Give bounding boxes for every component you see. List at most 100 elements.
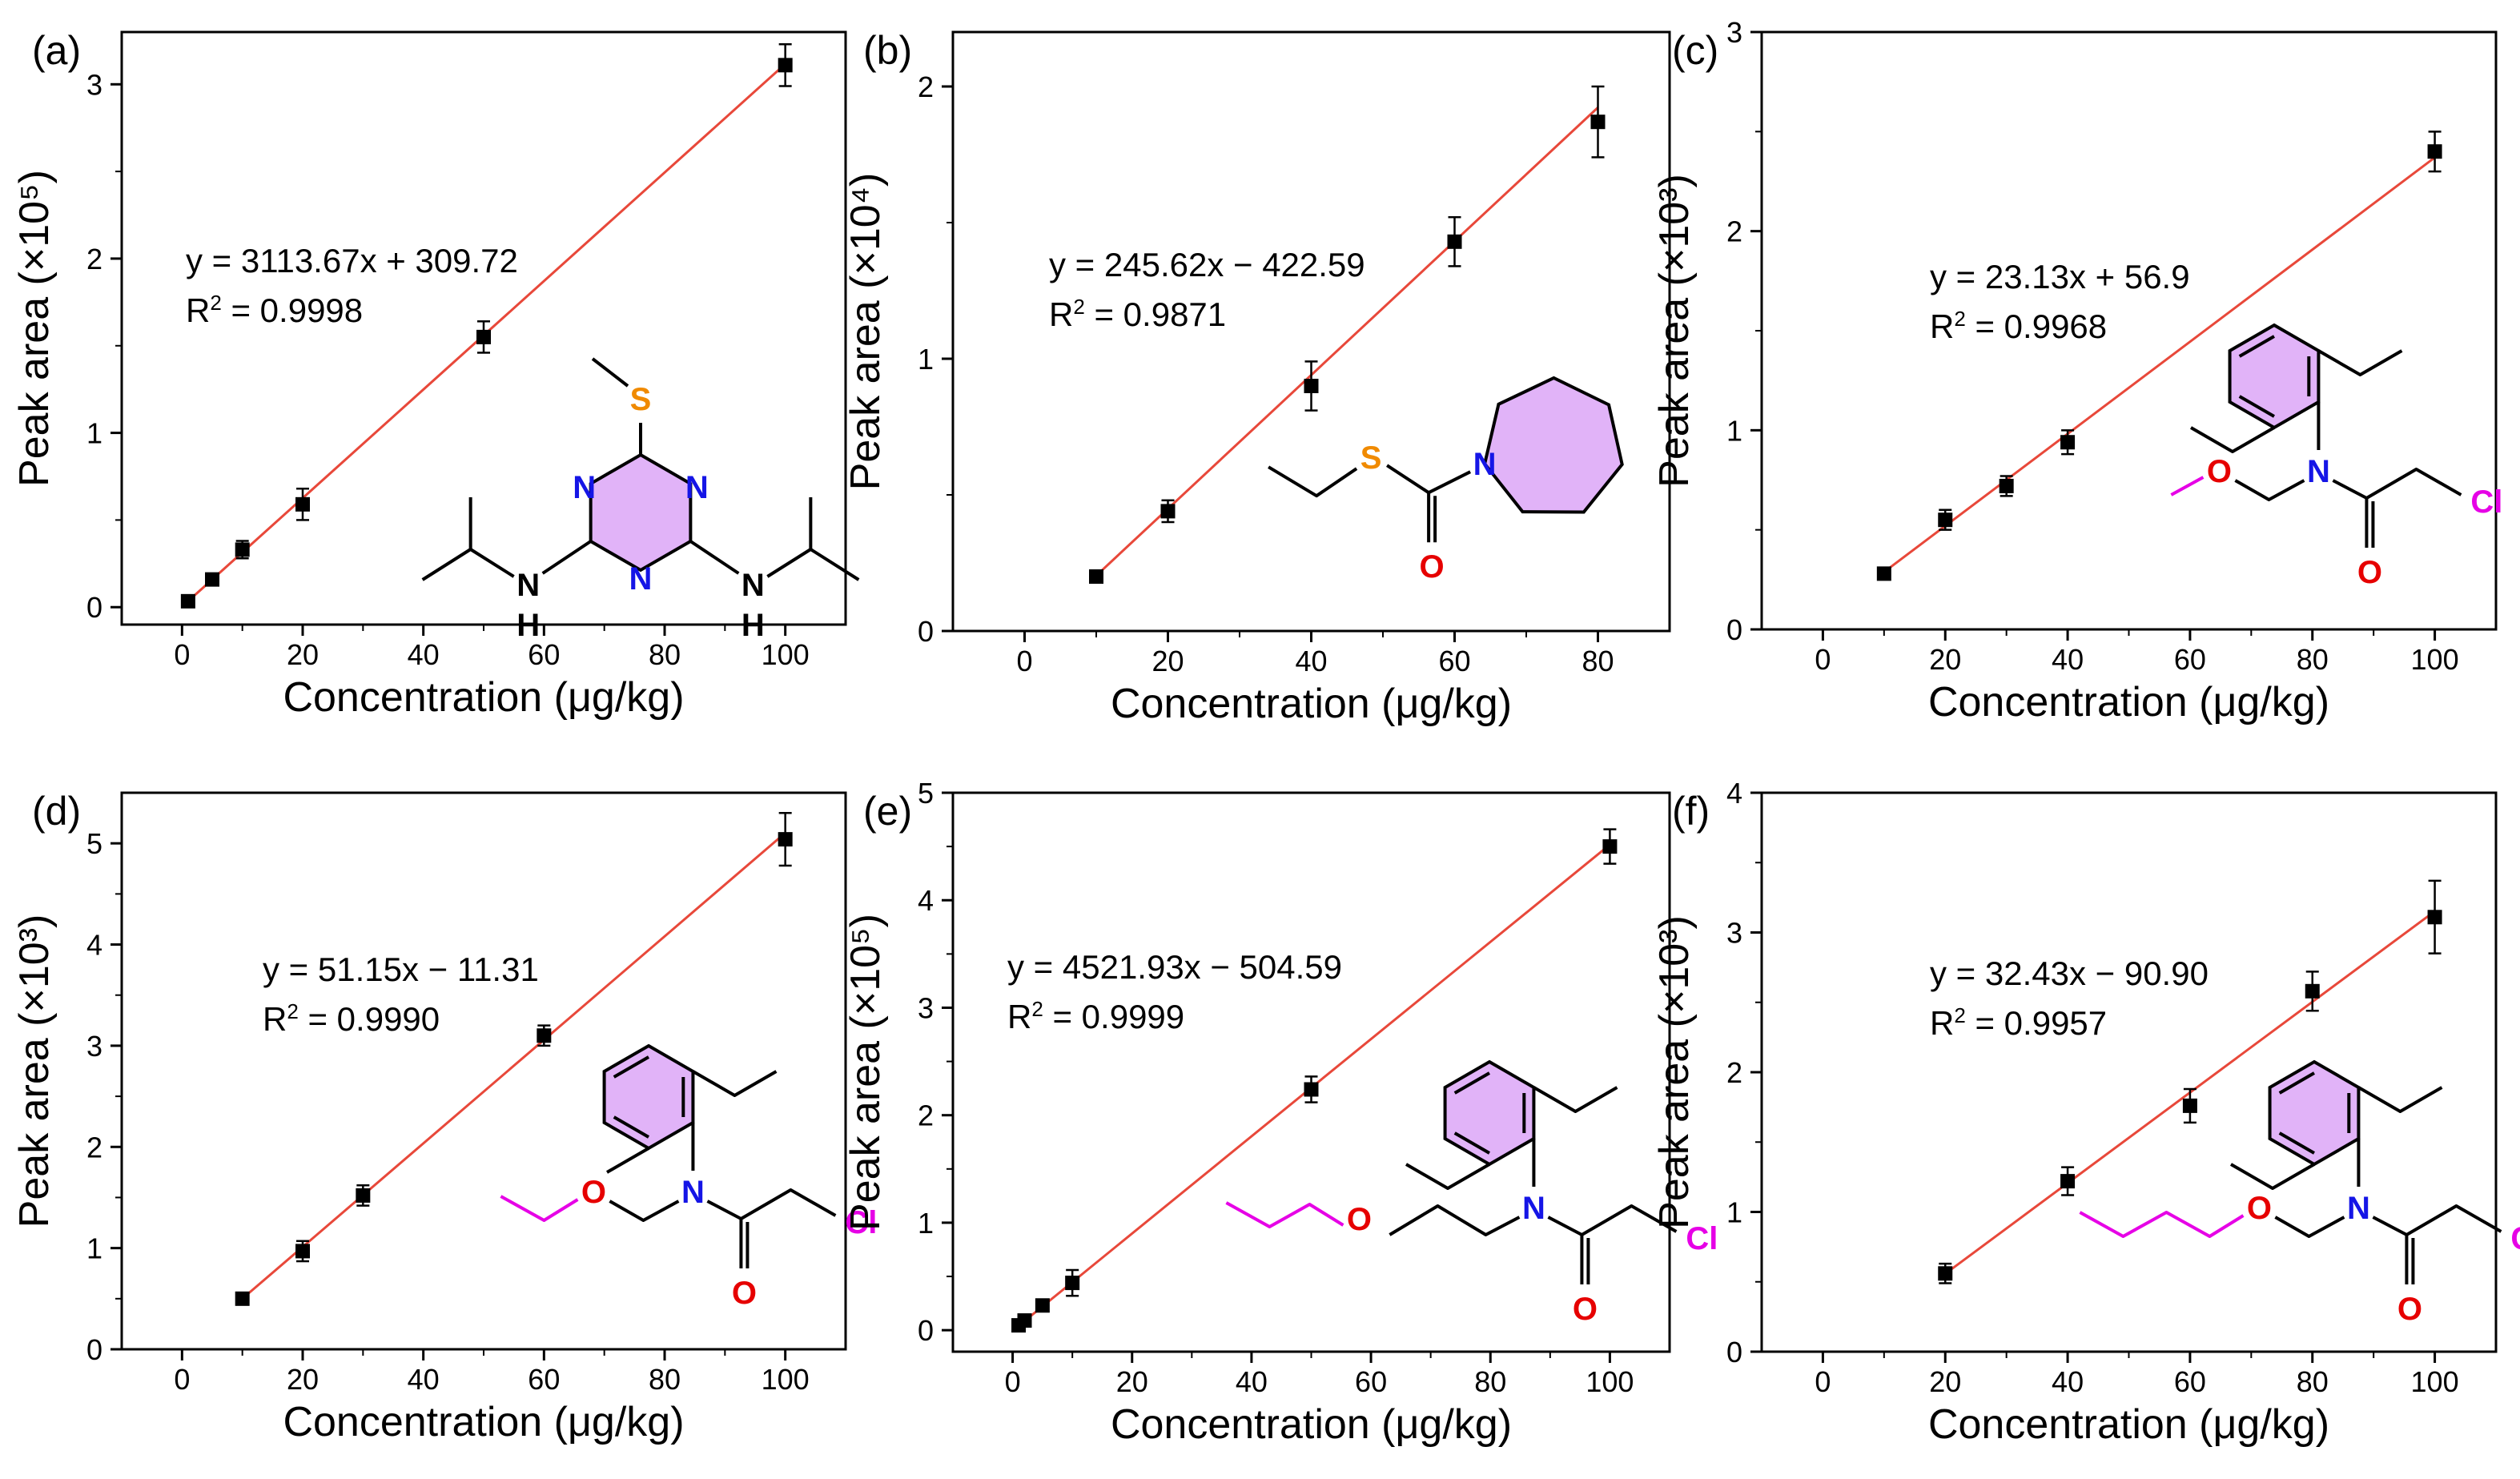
bond [2278, 1071, 2316, 1095]
y-tick-label: 3 [918, 991, 934, 1024]
bond [2357, 1086, 2443, 1113]
bond [421, 548, 515, 581]
y-tick-label: 5 [918, 777, 934, 810]
fit-equation: y = 4521.93x − 504.59 [1007, 948, 1342, 986]
r-squared-exponent: 2 [210, 291, 221, 315]
data-point [235, 540, 250, 560]
y-axis-label: Peak area (×10⁵) [11, 170, 58, 487]
bond [1547, 1204, 1678, 1236]
r-squared-exponent: 2 [1073, 295, 1084, 319]
y-tick-label: 2 [86, 243, 102, 275]
marker [1035, 1298, 1050, 1313]
r-squared: R2 = 0.9957 [1930, 1003, 2107, 1042]
bond [1428, 470, 1472, 494]
x-tick-label: 40 [2052, 1365, 2084, 1398]
x-tick-label: 40 [408, 638, 440, 671]
molecule-molinate: NOS [1268, 376, 1624, 585]
marker [180, 593, 195, 609]
marker [1938, 1266, 1953, 1281]
data-point [2427, 879, 2442, 955]
marker [1160, 504, 1176, 519]
y-axis-label: Peak area (×10⁴) [842, 173, 889, 491]
nitrogen-atom: N [2307, 454, 2330, 489]
bond [2238, 335, 2276, 358]
y-tick-label: 1 [86, 1232, 102, 1265]
r-squared: R2 = 0.9998 [186, 291, 363, 329]
benzene-ring [602, 1043, 695, 1151]
marker [778, 832, 793, 847]
bond [1405, 1163, 1490, 1190]
bond [2278, 1131, 2316, 1155]
nh-atom: N [516, 568, 540, 603]
nitrogen-atom: N [573, 470, 596, 505]
panel-label: (b) [863, 28, 912, 73]
bond [2274, 1216, 2345, 1238]
chlorine-atom: Cl [1686, 1221, 1718, 1256]
r-squared: R2 = 0.9990 [263, 999, 440, 1038]
r-squared-symbol: R [186, 291, 210, 329]
data-point [295, 487, 310, 521]
bond [613, 1055, 650, 1079]
marker [476, 329, 491, 344]
marker [1065, 1276, 1080, 1291]
oxygen-atom: O [732, 1276, 757, 1311]
bond [692, 1070, 778, 1097]
r-squared-exponent: 2 [1954, 1003, 1965, 1027]
y-axis-label: Peak area (×10⁵) [842, 914, 889, 1231]
x-tick-label: 0 [174, 1363, 190, 1396]
data-point [1065, 1268, 1080, 1297]
r-squared-value: = 0.9871 [1085, 295, 1226, 333]
r-squared: R2 = 0.9871 [1049, 295, 1226, 333]
x-tick-label: 20 [287, 1363, 319, 1396]
x-axis-label: Concentration (μg/kg) [1111, 681, 1512, 727]
x-tick-label: 0 [1005, 1365, 1021, 1398]
y-tick-label: 5 [86, 827, 102, 860]
hydrogen-atom: H [742, 608, 765, 643]
nitrogen-atom: N [685, 470, 709, 505]
bond [1386, 464, 1430, 494]
oxygen-atom: O [1573, 1292, 1598, 1327]
r-squared-symbol: R [1049, 295, 1073, 333]
plot-frame [1760, 30, 2498, 631]
y-tick-label: 2 [86, 1131, 102, 1164]
y-tick-label: 0 [86, 591, 102, 624]
data-point [537, 1024, 552, 1047]
marker [205, 572, 219, 587]
marker [537, 1028, 552, 1043]
data-point [778, 42, 793, 87]
marker [295, 1244, 310, 1259]
bond [591, 357, 629, 388]
oxygen-atom: O [2207, 454, 2232, 489]
x-axis-label: Concentration (μg/kg) [1111, 1401, 1512, 1448]
data-point [1035, 1298, 1050, 1313]
x-tick-label: 80 [649, 638, 681, 671]
x-tick-label: 80 [2297, 643, 2329, 676]
bond [2372, 1204, 2502, 1236]
x-tick-label: 60 [528, 638, 560, 671]
y-tick-label: 3 [86, 1030, 102, 1063]
bond [2238, 395, 2276, 418]
y-tick-label: 0 [918, 1314, 934, 1347]
data-point [1304, 360, 1319, 412]
marker [2305, 983, 2320, 999]
marker [2060, 435, 2076, 450]
marker [235, 1291, 250, 1306]
x-tick-label: 0 [1815, 1365, 1831, 1398]
benzene-ring [1443, 1059, 1536, 1167]
x-tick-label: 60 [2174, 643, 2206, 676]
x-axis-label: Concentration (μg/kg) [1928, 1401, 2329, 1448]
sulfur-atom: S [1360, 440, 1382, 476]
chlorine-atom: Cl [2470, 484, 2502, 520]
x-tick-label: 0 [1815, 643, 1831, 676]
azepane-ring [1482, 376, 1624, 514]
x-tick-label: 80 [1474, 1365, 1506, 1398]
x-tick-label: 80 [649, 1363, 681, 1396]
x-tick-label: 80 [2297, 1365, 2329, 1398]
data-point [778, 812, 793, 867]
data-point [2060, 429, 2076, 456]
r-squared-symbol: R [1007, 998, 1031, 1035]
